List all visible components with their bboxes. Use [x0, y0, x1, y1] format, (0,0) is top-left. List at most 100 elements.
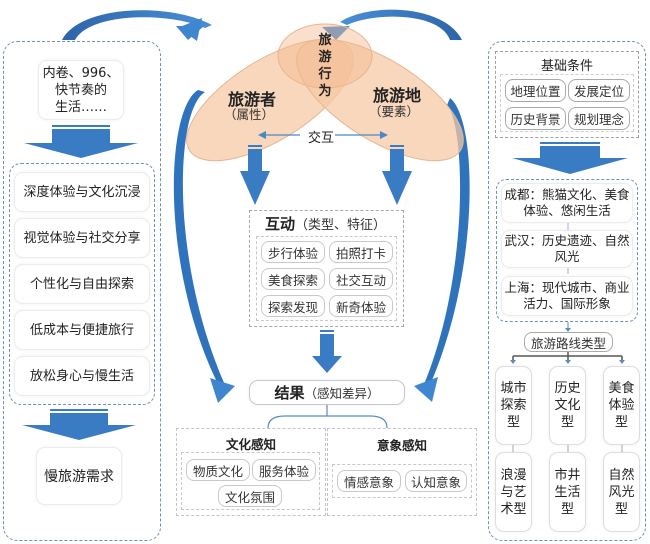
- image-item: 认知意象: [405, 470, 467, 492]
- arrow-head: [210, 378, 235, 403]
- block-arrow-left: [240, 145, 270, 205]
- curved-arrow-top-left: [62, 10, 212, 40]
- interaction-item: 步行体验: [261, 241, 325, 263]
- image-item: 情感意象: [337, 470, 401, 492]
- city-card: 上海：现代城市、商业 活力、国际形象: [501, 276, 633, 316]
- arrow-head: [565, 328, 571, 332]
- result-box: 结果（感知差异）: [249, 380, 405, 405]
- arrow-head: [176, 26, 204, 40]
- route-type-card: 自然风光型: [603, 452, 640, 532]
- motivation-group: [9, 163, 155, 405]
- interaction-header: 互动（类型、特征）: [265, 213, 386, 234]
- route-line: 城市: [500, 381, 527, 396]
- city-card: 武汉：历史遗迹、自然 风光: [501, 230, 633, 268]
- image-perception-title: 意象感知: [377, 438, 428, 453]
- venn-behavior-char: 旅: [318, 33, 332, 48]
- venn-destination-subtitle: （要素）: [369, 104, 420, 119]
- venn-traveler-title: 旅游者: [228, 90, 277, 109]
- result-subtitle: （感知差异）: [304, 386, 380, 401]
- route-type-card: 市井生活型: [549, 452, 586, 532]
- curved-arrow-left-long: [173, 90, 225, 388]
- venn-behavior-char: 行: [318, 67, 332, 82]
- arrow-head: [619, 360, 625, 364]
- arrow-head: [414, 377, 438, 402]
- arrow-head: [380, 131, 388, 139]
- basics-item: 规划理念: [568, 107, 630, 130]
- venn-behavior-label: 旅 游 行 为: [316, 32, 334, 100]
- route-line: 术型: [500, 501, 527, 517]
- interaction-item: 拍照打卡: [329, 241, 393, 263]
- city-line: 活力、国际形象: [523, 296, 611, 311]
- arrow-head: [258, 131, 266, 139]
- motivation-label: 低成本与便捷旅行: [29, 322, 134, 338]
- result-branch-connector: [267, 405, 388, 429]
- interaction-items-group: [256, 236, 397, 321]
- arrow-head: [322, 26, 350, 40]
- motivation-label: 个性化与自由探索: [29, 276, 134, 292]
- venn-traveler-subtitle: （属性）: [224, 107, 275, 122]
- interaction-item: 探索发现: [261, 295, 325, 317]
- motivation-label: 视觉体验与社交分享: [23, 230, 141, 246]
- route-line: 生活: [554, 484, 581, 500]
- block-arrow-center: [312, 330, 342, 373]
- city-line: 武汉：历史遗迹、自然: [504, 233, 630, 248]
- result-title: 结果: [274, 384, 305, 402]
- venn-behavior-char: 为: [318, 84, 332, 99]
- culture-item: 服务体验: [252, 459, 316, 481]
- city-line: 体验、悠闲生活: [523, 203, 611, 218]
- city-line: 成都：熊猫文化、美食: [504, 187, 630, 202]
- cities-group: [496, 179, 638, 322]
- culture-perception-title: 文化感知: [226, 437, 277, 452]
- interaction-subtitle: （类型、特征）: [295, 218, 387, 233]
- route-line: 型: [560, 501, 574, 517]
- route-line: 风光: [608, 484, 635, 500]
- route-tree-connector: [512, 352, 623, 362]
- motivation-item: 深度体验与文化沉浸: [14, 172, 150, 212]
- left-panel: [3, 41, 161, 541]
- interaction-item: 新奇体验: [329, 295, 393, 317]
- route-line: 型: [614, 415, 628, 430]
- pressure-line: 生活……: [54, 99, 107, 115]
- basics-item: 地理位置: [505, 79, 566, 102]
- interaction-item: 社交互动: [329, 268, 393, 290]
- motivation-item: 放松身心与慢生活: [14, 356, 150, 396]
- demand-card: 慢旅游需求: [36, 447, 122, 505]
- city-line: 风光: [554, 249, 580, 264]
- route-line: 探索: [500, 398, 527, 413]
- route-type-title: 旅游路线类型: [524, 332, 613, 352]
- route-line: 历史: [554, 381, 581, 396]
- venn-destination-title: 旅游地: [373, 86, 422, 105]
- block-arrow-left-panel-1: [24, 125, 138, 158]
- demand-label: 慢旅游需求: [44, 469, 114, 485]
- motivation-item: 个性化与自由探索: [14, 264, 150, 304]
- basics-box: [495, 51, 639, 138]
- route-line: 文化: [554, 398, 581, 413]
- route-type-card: 浪漫与艺术型: [495, 452, 532, 532]
- arrow-head: [565, 360, 571, 364]
- motivation-item: 低成本与便捷旅行: [14, 310, 150, 350]
- basics-item: 发展定位: [568, 79, 630, 102]
- arrow-head: [510, 360, 516, 364]
- route-line: 与艺: [500, 484, 527, 500]
- route-line: 体验: [608, 398, 635, 413]
- culture-item: 物质文化: [186, 459, 250, 481]
- route-type-card: 历史文化型: [549, 366, 586, 445]
- culture-items-group: [181, 452, 320, 510]
- venn-behavior: [277, 23, 373, 89]
- right-panel: [488, 41, 646, 541]
- motivation-label: 放松身心与慢生活: [29, 368, 134, 384]
- image-perception-box: [327, 428, 477, 516]
- city-card: 成都：熊猫文化、美食 体验、悠闲生活: [501, 183, 633, 223]
- basics-title: 基础条件: [541, 59, 594, 74]
- venn-behavior-char: 游: [318, 50, 332, 65]
- pressure-line: 快节奏的: [54, 82, 107, 98]
- route-line: 自然: [608, 467, 635, 483]
- interaction-item: 美食探索: [261, 268, 325, 290]
- route-type-card: 城市探索型: [495, 366, 532, 445]
- image-items-group: [332, 464, 472, 498]
- route-line: 浪漫: [500, 467, 527, 483]
- basics-item: 历史背景: [505, 107, 566, 130]
- curved-arrow-top-right: [340, 9, 462, 40]
- city-line: 上海：现代城市、商业: [504, 280, 630, 295]
